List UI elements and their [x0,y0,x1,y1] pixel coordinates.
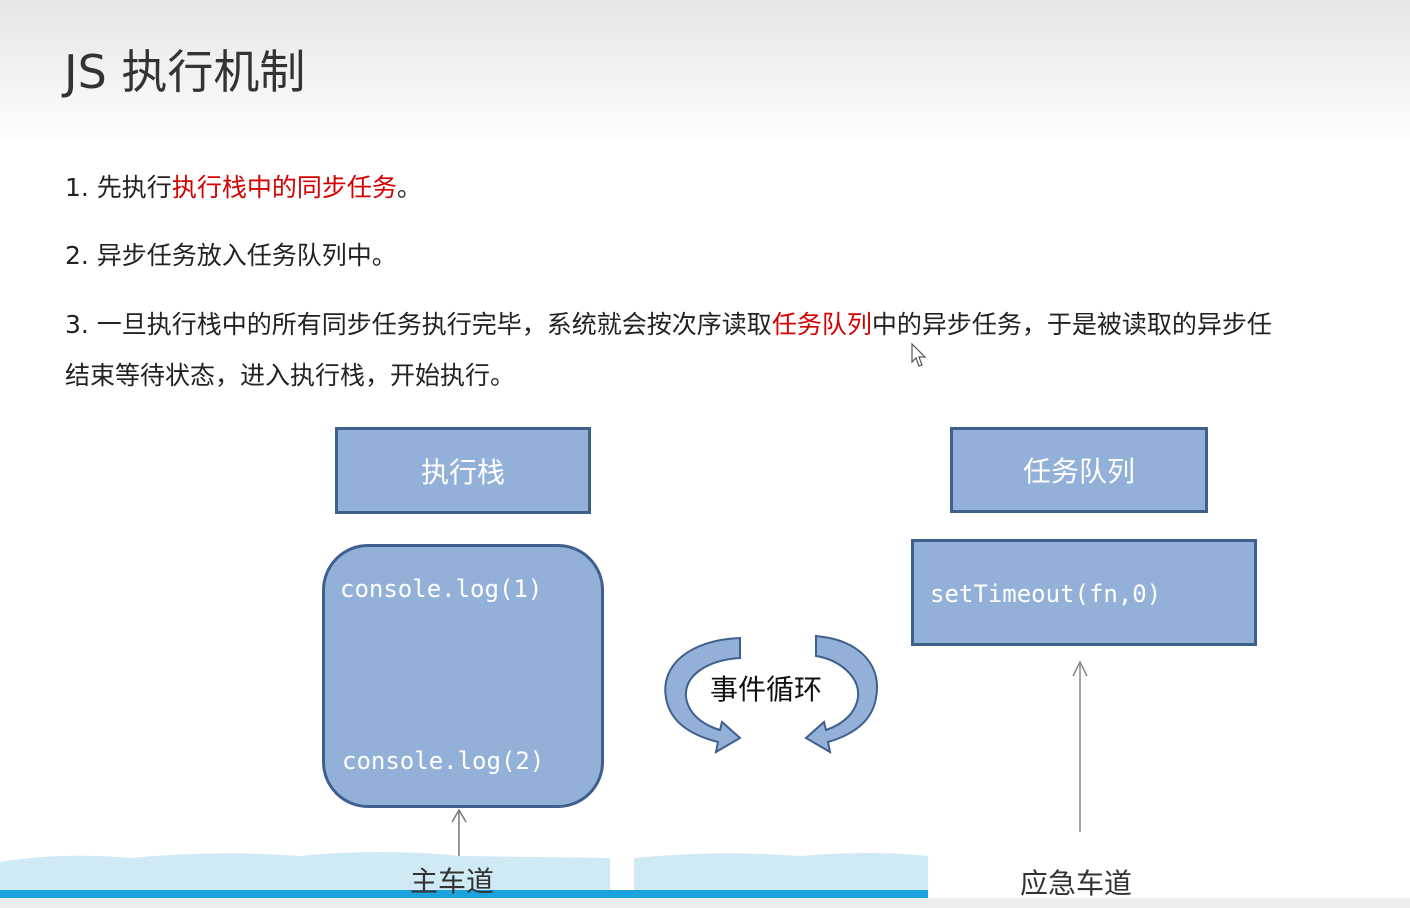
point-3-prefix: 3. 一旦执行栈中的所有同步任务执行完毕，系统就会按次序读取 [65,310,772,339]
stack-label: 执行栈 [420,455,505,489]
up-arrow-icon [451,808,467,856]
point-1-highlight: 执行栈中的同步任务 [171,173,397,202]
emergency-lane-label: 应急车道 [1020,867,1133,900]
execution-stack: console.log(1) console.log(2) [322,544,604,808]
main-lane-bar [0,890,928,898]
point-2: 2. 异步任务放入任务队列中。 [65,241,397,270]
point-1-prefix: 1. 先执行 [65,173,172,202]
queue-item: setTimeout(fn,0) [930,580,1162,608]
main-lane-label: 主车道 [410,865,495,898]
slide-header [0,0,1410,140]
slide-title: JS 执行机制 [64,45,306,99]
stack-item: console.log(2) [342,747,545,775]
lane-divider [612,856,632,894]
queue-label: 任务队列 [1022,455,1135,488]
up-arrow-icon [1072,660,1088,832]
point-3-line2: 结束等待状态，进入执行栈，开始执行。 [65,361,516,390]
bottom-strip [0,898,1410,908]
main-lane-water-right [634,853,928,892]
task-queue: setTimeout(fn,0) [911,539,1257,646]
cycle-arrow-icon [664,634,878,754]
event-loop-label: 事件循环 [710,673,823,706]
point-3-highlight: 任务队列 [771,310,872,339]
point-1: 1. 先执行执行栈中的同步任务。 [65,162,422,214]
main-lane-water [0,852,610,892]
point-1-suffix: 。 [396,173,422,202]
queue-header-box: 任务队列 [950,427,1208,513]
mouse-pointer-icon [911,342,927,367]
point-3: 3. 一旦执行栈中的所有同步任务执行完毕，系统就会按次序读取任务队列中的异步任务… [65,299,1272,351]
point-3-suffix: 中的异步任务，于是被读取的异步任 [871,310,1272,339]
stack-item: console.log(1) [340,575,543,603]
stack-header-box: 执行栈 [335,427,591,514]
